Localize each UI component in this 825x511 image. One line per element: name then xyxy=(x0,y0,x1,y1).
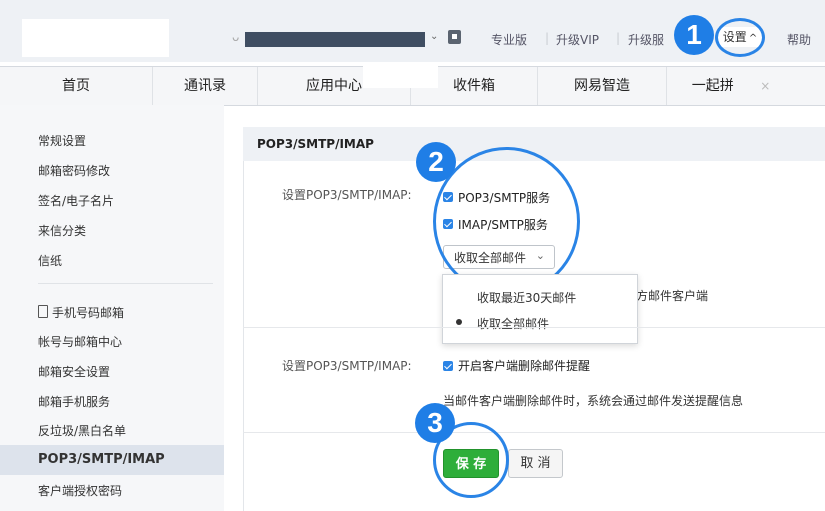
link-upgrade-vip[interactable]: 升级VIP xyxy=(556,33,599,47)
sidebar-item-account-center[interactable]: 帐号与邮箱中心 xyxy=(38,335,123,349)
calendar-icon[interactable] xyxy=(448,30,461,44)
row1-label: 设置POP3/SMTP/IMAP: xyxy=(282,188,412,202)
link-help[interactable]: 帮助 xyxy=(787,33,812,47)
step-badge-1: 1 xyxy=(674,15,714,55)
sidebar xyxy=(0,105,224,511)
sidebar-divider xyxy=(38,283,213,284)
tab-inbox[interactable]: 收件箱 xyxy=(411,67,538,105)
sidebar-item-stationery[interactable]: 信纸 xyxy=(38,254,63,268)
chevron-down-icon[interactable]: ⌄ xyxy=(430,31,439,42)
theme-icon[interactable]: ᴗ xyxy=(232,30,240,44)
tab-contacts[interactable]: 通讯录 xyxy=(153,67,258,105)
link-pro[interactable]: 专业版 xyxy=(491,33,528,47)
sidebar-item-password[interactable]: 邮箱密码修改 xyxy=(38,164,111,178)
tab-together[interactable]: 一起拼 × xyxy=(667,67,795,105)
checkbox-delete-alert-label[interactable]: 开启客户端删除邮件提醒 xyxy=(458,359,591,373)
separator: | xyxy=(545,31,550,45)
sidebar-item-mobile-service[interactable]: 邮箱手机服务 xyxy=(38,395,111,409)
client-note-text: 方邮件客户端 xyxy=(636,289,709,303)
sidebar-item-client-auth[interactable]: 客户端授权密码 xyxy=(38,484,123,498)
account-name[interactable] xyxy=(245,32,425,47)
sidebar-item-phone-mail[interactable]: 手机号码邮箱 xyxy=(38,304,124,321)
close-icon[interactable]: × xyxy=(760,79,771,93)
divider xyxy=(243,327,825,328)
phone-icon xyxy=(38,305,48,318)
redaction xyxy=(363,66,438,88)
checkbox-delete-alert[interactable] xyxy=(443,361,453,371)
sidebar-item-security[interactable]: 邮箱安全设置 xyxy=(38,365,111,379)
sidebar-item-filters[interactable]: 来信分类 xyxy=(38,224,87,238)
sidebar-active-bg xyxy=(0,445,224,475)
delete-note: 当邮件客户端删除邮件时，系统会通过邮件发送提醒信息 xyxy=(443,394,744,408)
highlight-ring-settings xyxy=(715,18,765,57)
logo[interactable] xyxy=(22,19,169,57)
sidebar-item-antispam[interactable]: 反垃圾/黑白名单 xyxy=(38,424,127,438)
sidebar-item-label: 手机号码邮箱 xyxy=(52,306,125,320)
sidebar-item-general[interactable]: 常规设置 xyxy=(38,134,87,148)
step-badge-2: 2 xyxy=(416,142,456,182)
highlight-ring-save xyxy=(433,422,509,498)
link-upgrade-service[interactable]: 升级服 xyxy=(628,33,665,47)
tab-together-label: 一起拼 xyxy=(691,78,734,94)
tab-home[interactable]: 首页 xyxy=(0,67,153,105)
option-all[interactable]: 收取全部邮件 xyxy=(477,317,550,331)
selected-bullet-icon xyxy=(456,319,462,325)
sidebar-item-pop3[interactable]: POP3/SMTP/IMAP xyxy=(38,452,165,467)
row2-label: 设置POP3/SMTP/IMAP: xyxy=(282,359,412,373)
step-badge-3: 3 xyxy=(415,403,455,443)
sidebar-item-signature[interactable]: 签名/电子名片 xyxy=(38,194,115,208)
panel-body xyxy=(243,161,825,511)
mail-range-dropdown: 收取最近30天邮件 收取全部邮件 xyxy=(442,274,638,344)
cancel-button[interactable]: 取 消 xyxy=(508,449,563,478)
option-recent-30[interactable]: 收取最近30天邮件 xyxy=(477,291,577,305)
tab-netease[interactable]: 网易智造 xyxy=(538,67,667,105)
divider xyxy=(243,432,825,433)
separator: | xyxy=(616,31,621,45)
